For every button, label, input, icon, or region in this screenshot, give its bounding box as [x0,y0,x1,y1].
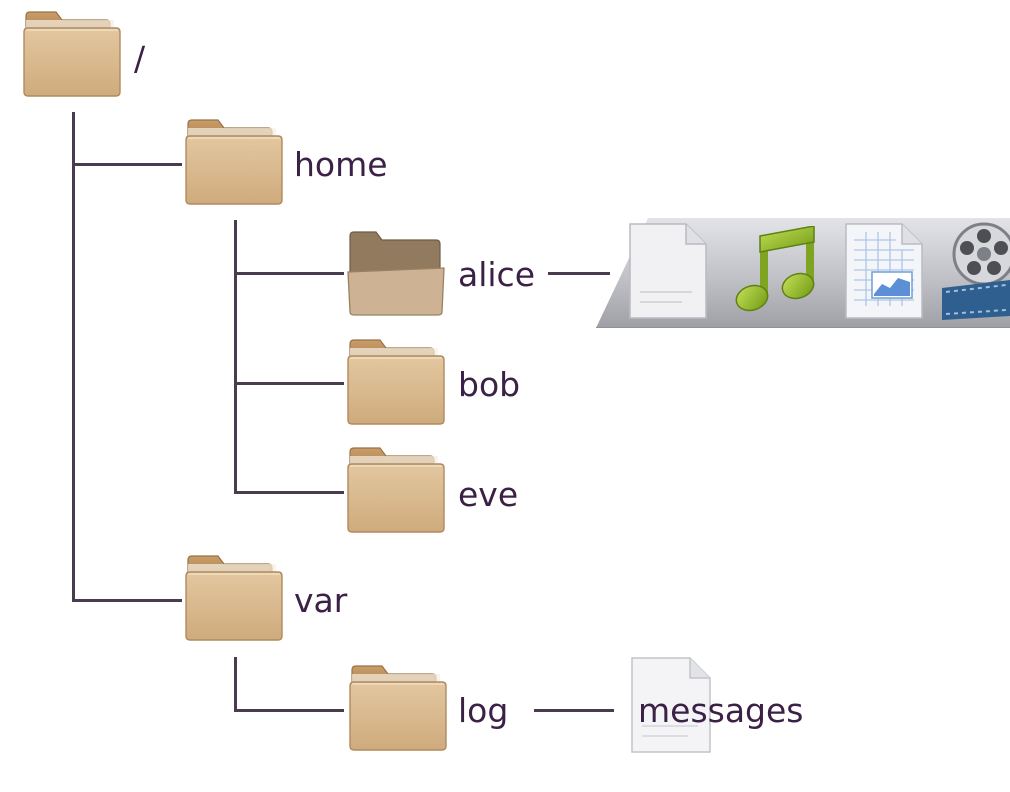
node-label-home: home [294,145,388,184]
open-folder-icon [346,228,446,316]
connector-line [234,220,237,494]
folder-icon [346,338,446,426]
folder-icon [184,554,284,642]
connector-line [72,112,75,602]
connector-line [234,657,237,712]
folder-icon [346,446,446,534]
node-label-log: log [458,691,509,730]
node-label-bob: bob [458,365,521,404]
node-label-alice: alice [458,255,536,294]
spreadsheet-icon [845,223,923,319]
connector-line [72,163,182,166]
node-label-var: var [294,581,348,620]
connector-line [234,272,344,275]
connector-line [234,382,344,385]
node-label-root: / [134,39,146,78]
folder-icon [184,118,284,206]
connector-line [548,272,610,275]
music-note-icon [735,226,815,312]
connector-line [234,709,344,712]
document-icon [631,657,711,753]
connector-line [72,599,182,602]
folder-icon [348,664,448,752]
connector-line [534,709,614,712]
folder-icon [22,10,122,98]
film-reel-icon [942,222,1010,320]
connector-line [234,491,344,494]
node-label-eve: eve [458,475,519,514]
document-icon [629,223,707,319]
node-label-messages: messages [638,691,804,730]
